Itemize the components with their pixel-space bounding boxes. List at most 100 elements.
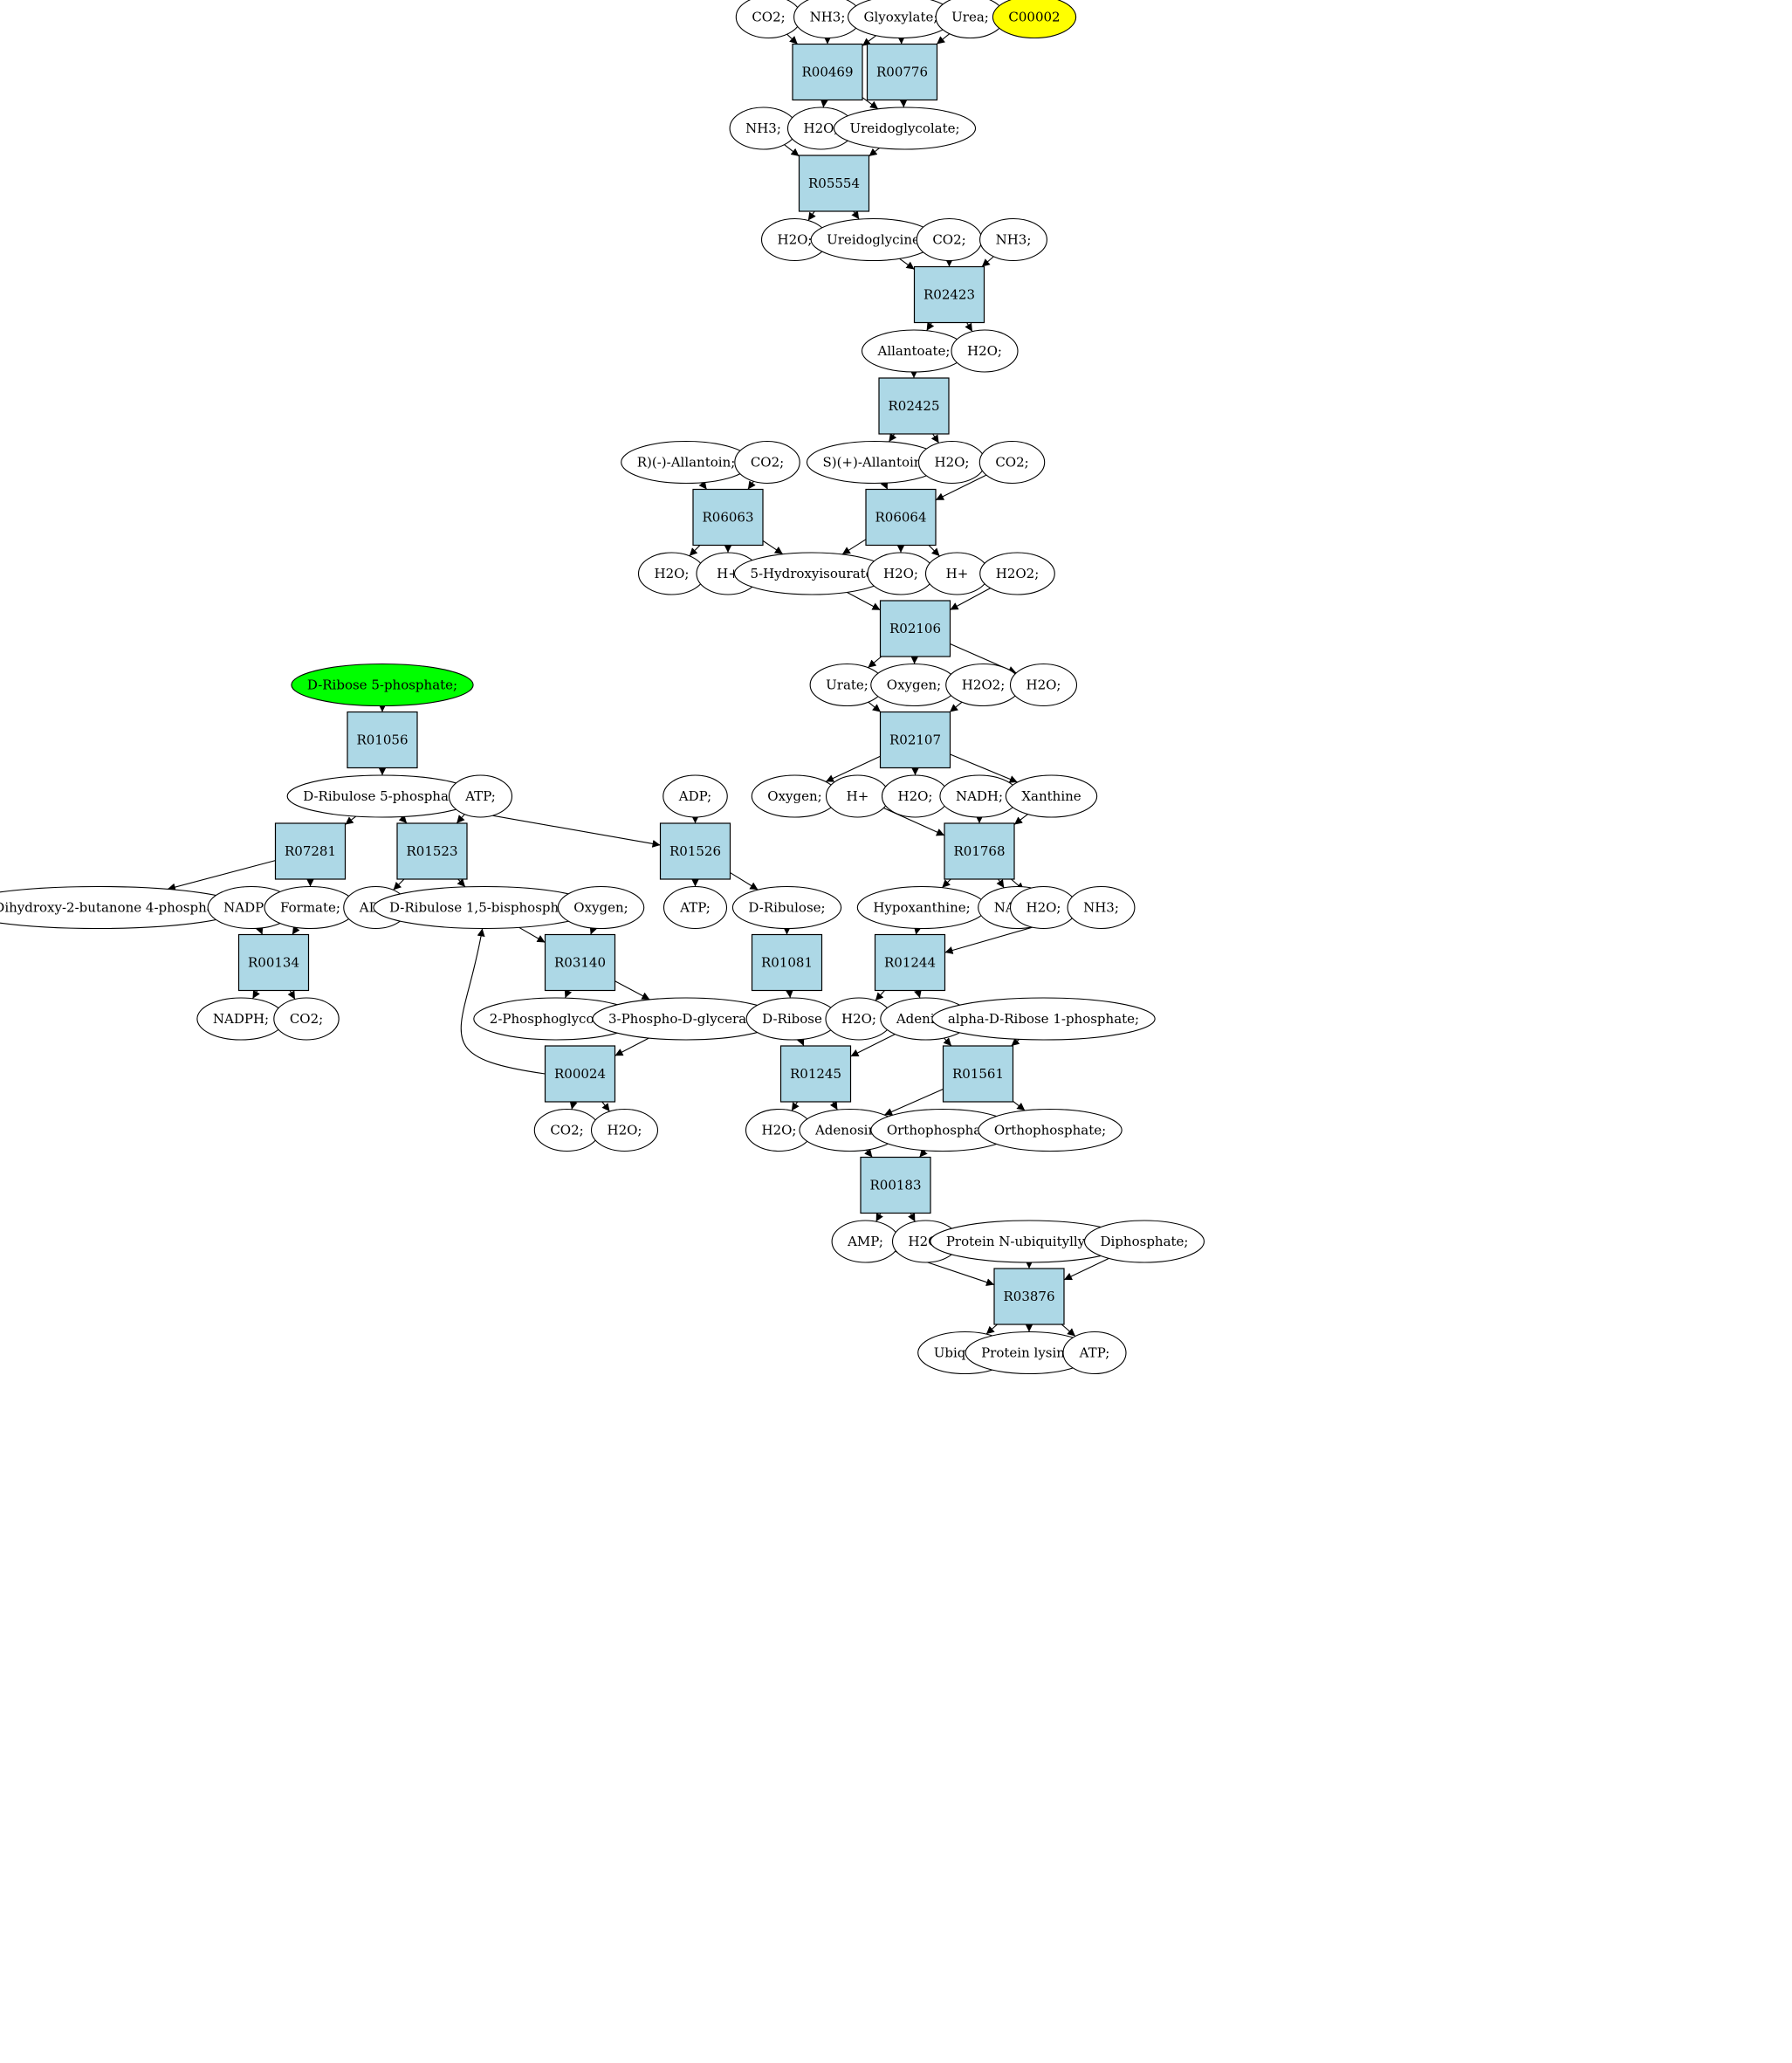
edge-R05554-to-h2o_b xyxy=(807,210,816,221)
compound-label: H2O; xyxy=(883,566,918,581)
reaction-box xyxy=(274,822,347,880)
compound-label: alpha-D-Ribose 1-phosphate; xyxy=(948,1011,1139,1027)
compound-label: CO2; xyxy=(995,455,1028,471)
edge-atp_a-to-R01523 xyxy=(456,814,465,824)
compound-label: Urea; xyxy=(951,10,989,25)
compound-node-hplus_b: H+ xyxy=(924,552,990,595)
reaction-box xyxy=(751,933,823,992)
compound-ellipse xyxy=(833,107,977,150)
compound-ellipse xyxy=(590,1108,659,1152)
compound-label: Oxygen; xyxy=(887,677,941,693)
edge-ribulose5p-to-R01523 xyxy=(398,815,408,824)
compound-node-h2o_g: H2O; xyxy=(1009,663,1078,707)
compound-ellipse xyxy=(979,552,1055,595)
reaction-box xyxy=(544,933,616,992)
edge-nh3_b-to-R05554 xyxy=(784,144,800,157)
compound-label: Urate; xyxy=(826,677,869,693)
compound-node-dihydroxybutanone: 3,4-Dihydroxy-2-butanone 4-phosphate xyxy=(0,885,244,930)
compound-label: 5-Hydroxyisourate xyxy=(750,566,873,581)
reaction-node-r07281: R07281 xyxy=(274,822,347,880)
reaction-box xyxy=(942,1045,1014,1103)
reaction-label: R01244 xyxy=(884,955,936,971)
edge-nh3_c-to-R02423 xyxy=(981,256,994,267)
reaction-label: R01245 xyxy=(790,1066,841,1082)
compound-node-h2o_c: H2O; xyxy=(951,329,1019,373)
compound-node-ribulose15bp: D-Ribulose 1,5-bisphosphate xyxy=(373,885,596,930)
compound-label: NH3; xyxy=(996,232,1032,248)
reaction-box xyxy=(866,43,938,101)
edge-diphosphate-to-R03876 xyxy=(1063,1257,1109,1281)
edge-h2o2_a-to-R02106 xyxy=(950,588,991,610)
edge-hydroxyisourate-to-R02106 xyxy=(846,591,881,611)
compound-node-hplus_c: H+ xyxy=(825,774,890,818)
edge-ureidoglycine-to-R02423 xyxy=(899,258,915,270)
edge-R00024-to-h2o_k xyxy=(601,1101,610,1112)
compound-node-allantoate: Allantoate; xyxy=(861,329,967,373)
reaction-label: R01526 xyxy=(669,843,721,859)
compound-label: H2O2; xyxy=(962,677,1006,693)
compound-node-h2o_d: H2O; xyxy=(917,440,986,485)
compound-node-d_ribulose: D-Ribulose; xyxy=(731,885,842,930)
edge-R00469-to-h2o_a xyxy=(820,99,828,108)
compound-node-nadph: NADPH; xyxy=(196,997,285,1041)
compound-node-co2_b: CO2; xyxy=(916,217,983,262)
reaction-label: R02107 xyxy=(889,732,941,748)
edge-R02106-to-urate xyxy=(868,656,882,669)
edge-R05554-to-ureidoglycine xyxy=(851,210,860,220)
compound-ellipse xyxy=(557,885,645,930)
compound-ellipse xyxy=(734,440,800,485)
reaction-label: R03140 xyxy=(554,955,606,971)
compound-label: NH3; xyxy=(810,10,846,25)
edge-R01768-to-hypoxanthine xyxy=(941,878,951,889)
edge-R02425-to-h2o_d xyxy=(930,433,940,444)
edge-co2_c-to-R06063 xyxy=(747,480,756,490)
edge-adenosine-to-R00183 xyxy=(864,1148,873,1158)
reaction-node-r01523: R01523 xyxy=(396,822,468,880)
compound-label: D-Ribose 5-phosphate; xyxy=(307,677,457,693)
compound-node-amp: AMP; xyxy=(831,1220,900,1263)
edge-R01561-to-adenosine xyxy=(883,1089,944,1116)
compound-node-ribulose5p: D-Ribulose 5-phosphate xyxy=(286,774,478,818)
reaction-box xyxy=(879,600,951,657)
edge-nadp-to-R00134 xyxy=(255,925,264,935)
reaction-node-r02425: R02425 xyxy=(878,377,950,435)
reaction-box xyxy=(792,43,863,101)
edge-R00024-to-ribulose15bp xyxy=(460,928,546,1075)
compound-node-ureidoglycolate: Ureidoglycolate; xyxy=(833,107,977,150)
reaction-node-r01081: R01081 xyxy=(751,933,823,992)
reaction-node-r02106: R02106 xyxy=(879,600,951,657)
edge-oxygen_c-to-R03140 xyxy=(589,925,598,935)
compound-node-adp_a: ADP; xyxy=(663,774,728,818)
compound-ellipse xyxy=(1062,1331,1127,1375)
edge-R01081-to-d_ribose xyxy=(785,989,793,999)
edge-adenine-to-R01245 xyxy=(850,1034,896,1057)
compound-label: D-Ribose xyxy=(762,1011,822,1027)
compound-label: NADPH; xyxy=(213,1011,269,1027)
reaction-label: R02106 xyxy=(889,621,941,636)
edge-R00024-to-co2_f xyxy=(569,1100,578,1110)
edge-R01244-to-h2o_j xyxy=(875,990,885,1001)
compound-label: CO2; xyxy=(290,1011,323,1027)
reaction-node-r03140: R03140 xyxy=(544,933,616,992)
edges-layer xyxy=(167,33,1109,1337)
compound-label: NH3; xyxy=(1083,900,1119,916)
compound-node-adenosine: Adenosine xyxy=(799,1108,901,1152)
compound-node-h2o_l: H2O; xyxy=(745,1108,814,1152)
edge-R01526-to-d_ribulose xyxy=(730,872,759,891)
edge-phosphoglycerate-to-R00024 xyxy=(614,1037,649,1056)
reaction-box xyxy=(993,1268,1065,1325)
edge-R01768-to-nad xyxy=(996,878,1005,889)
reaction-node-r01245: R01245 xyxy=(779,1045,852,1103)
compound-node-co2_c: CO2; xyxy=(734,440,800,485)
compound-ellipse xyxy=(978,440,1046,485)
edge-R07281-to-dihydroxybutanone xyxy=(167,860,276,891)
reaction-box xyxy=(692,488,764,547)
reaction-box xyxy=(659,822,731,880)
edge-R01523-to-adp_b xyxy=(393,878,405,891)
compound-node-urate: Urate; xyxy=(809,663,885,707)
compound-ellipse xyxy=(951,329,1019,373)
compound-label: Orthophosphate; xyxy=(887,1123,999,1138)
reaction-node-r01056: R01056 xyxy=(347,711,418,769)
edge-hypoxanthine-to-R01244 xyxy=(913,925,922,935)
reaction-label: R02425 xyxy=(888,398,939,414)
